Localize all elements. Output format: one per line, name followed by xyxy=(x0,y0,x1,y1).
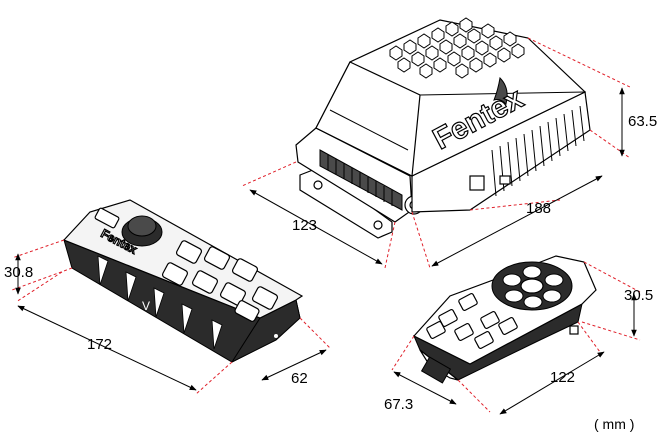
fob-length-label: 122 xyxy=(550,369,575,386)
main-unit-width-label: 188 xyxy=(526,200,551,217)
fob-height-label: 30.5 xyxy=(624,287,653,304)
unit-label: ( mm ) xyxy=(594,416,634,432)
controller-width-label: 62 xyxy=(291,370,308,387)
main-unit-depth-label: 123 xyxy=(292,217,317,234)
main-control-unit: Fentex xyxy=(295,17,591,239)
controller-length-label: 172 xyxy=(87,336,112,353)
controller-height-label: 30.8 xyxy=(4,264,33,281)
fob-width-label: 67.3 xyxy=(384,396,413,413)
hexagon-pattern xyxy=(389,17,525,79)
remote-fob xyxy=(413,255,597,384)
main-unit-dimensions: 123 188 63.5 xyxy=(241,37,657,269)
svg-text:V: V xyxy=(142,299,150,313)
remote-fob-dimensions: 30.5 122 67.3 xyxy=(384,261,653,415)
controller-dimensions: 30.8 172 62 xyxy=(4,239,331,395)
main-unit-height-label: 63.5 xyxy=(628,113,657,130)
